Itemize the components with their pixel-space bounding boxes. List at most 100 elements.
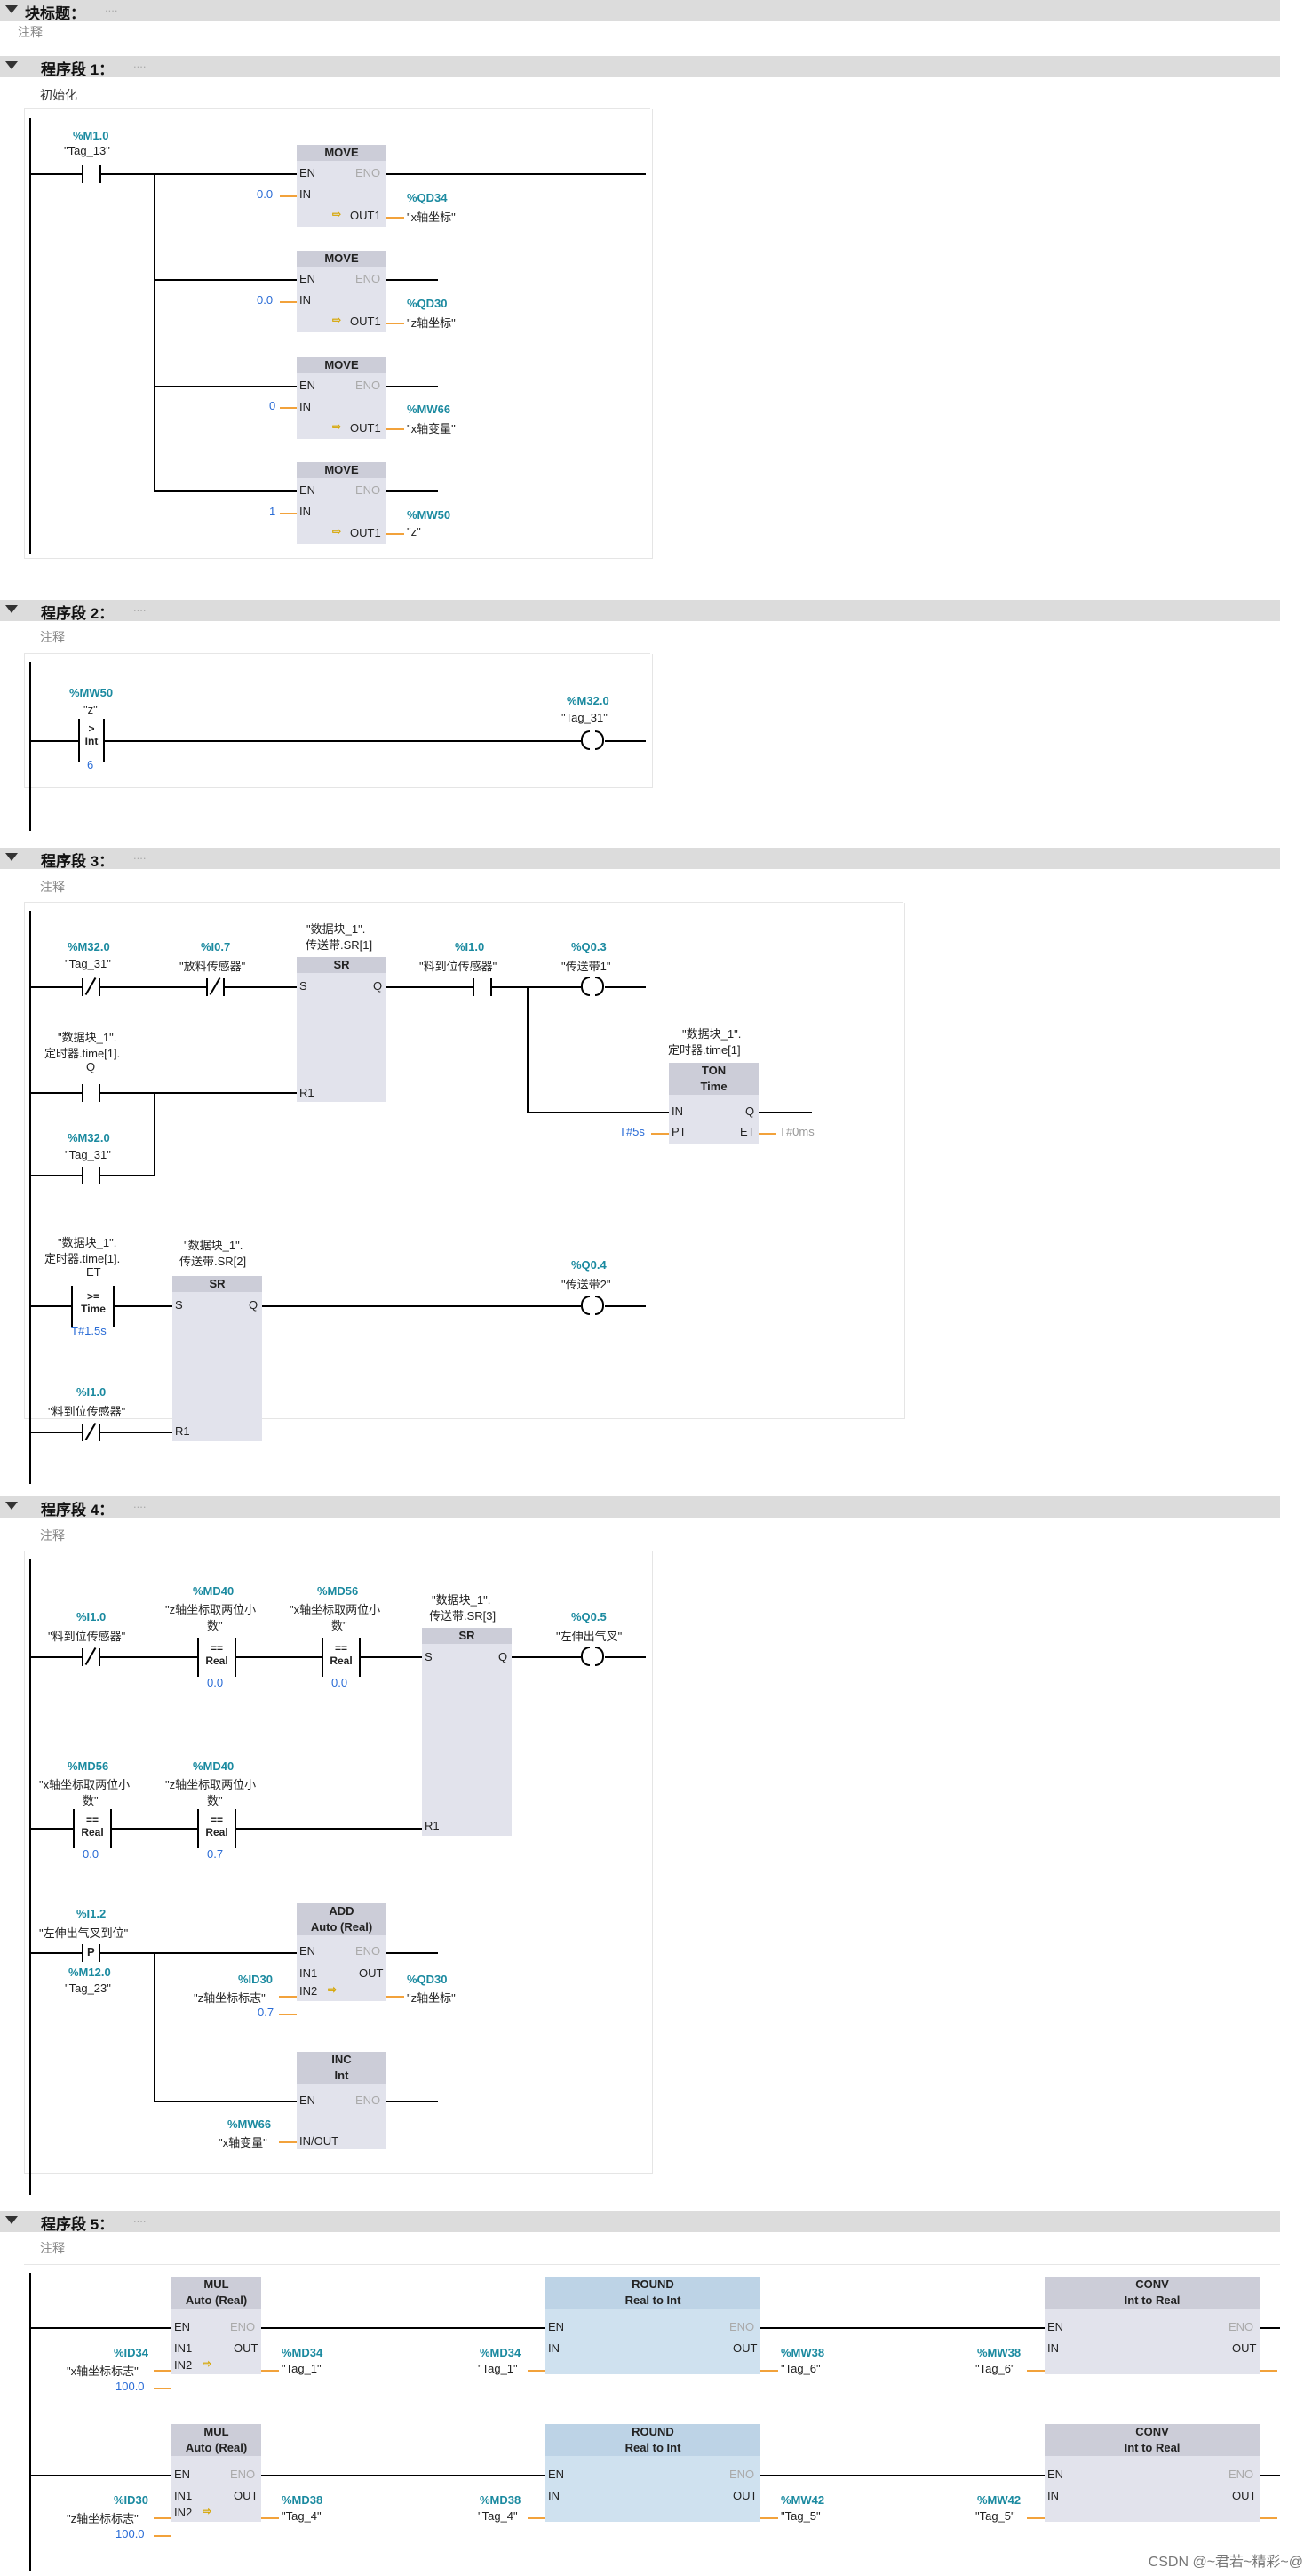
pin-eno: ENO [230, 2468, 256, 2481]
pin-eno: ENO [355, 483, 381, 497]
block-title-dots[interactable]: .... [105, 1, 118, 14]
add-in1-tag: "z轴坐标标志" [194, 1991, 266, 2005]
network-2-header[interactable]: 程序段 2： .... [0, 600, 1280, 622]
pin-out: OUT [733, 2489, 758, 2502]
conv-block-1[interactable]: CONV Int to Real EN ENO IN OUT [1045, 2277, 1260, 2374]
block-title: MOVE [297, 251, 386, 267]
add-block[interactable]: ADD Auto (Real) EN ENO IN1 OUT IN2 ⇨ [297, 1903, 386, 2001]
add-out-addr: %QD30 [407, 1973, 448, 1986]
compare-operator: >= [86, 1290, 99, 1303]
pin-en: EN [299, 272, 316, 285]
sr-block-1[interactable]: SR S Q R1 [297, 957, 386, 1102]
wire [154, 1092, 155, 1176]
pin-eno: ENO [729, 2468, 755, 2481]
network-3-comment[interactable]: 注释 [40, 880, 65, 894]
pin-wire [279, 1996, 297, 1998]
network-4-title: 程序段 4： [41, 1502, 115, 1519]
block-subtitle: Int [297, 2068, 386, 2084]
n4-cmp1-value: 0.0 [207, 1676, 224, 1689]
network-1-header[interactable]: 程序段 1： .... [0, 56, 1280, 78]
pin-q: Q [249, 1298, 258, 1312]
wire [111, 1828, 197, 1830]
pin-out: OUT [359, 1966, 384, 1980]
move4-out-addr: %MW50 [407, 508, 451, 522]
block-title: INC [297, 2052, 386, 2068]
collapse-icon[interactable] [5, 853, 18, 861]
n3-cmp-line1: "数据块_1". [58, 1236, 117, 1249]
block-title-header[interactable]: 块标题： .... [0, 0, 1280, 22]
pin-s: S [175, 1298, 183, 1312]
block-subtitle: Int to Real [1045, 2293, 1260, 2309]
wire [114, 1305, 172, 1307]
round-block-2[interactable]: ROUND Real to Int EN ENO IN OUT [545, 2424, 760, 2522]
pin-wire [261, 2370, 279, 2372]
collapse-icon[interactable] [5, 2216, 18, 2224]
block-comment[interactable]: 注释 [18, 25, 43, 39]
network-5-header[interactable]: 程序段 5： .... [0, 2211, 1280, 2233]
n4-sr-name2: 传送带.SR[3] [429, 1609, 497, 1623]
ton-block[interactable]: TON Time IN Q PT ET [669, 1063, 759, 1144]
wire [261, 2475, 545, 2476]
network-1-dots[interactable]: .... [133, 57, 147, 70]
move-block-3[interactable]: MOVE EN ENO IN OUT1 ⇨ [297, 357, 386, 439]
network-5-dots[interactable]: .... [133, 2212, 147, 2225]
n3-coil1-addr: %Q0.3 [571, 940, 607, 953]
move-block-2[interactable]: MOVE EN ENO IN OUT1 ⇨ [297, 251, 386, 332]
wire [386, 490, 438, 492]
comment-divider [24, 108, 650, 109]
network-4-comment[interactable]: 注释 [40, 1528, 65, 1543]
pin-wire [279, 2014, 297, 2015]
collapse-icon[interactable] [5, 605, 18, 613]
collapse-icon[interactable] [5, 1502, 18, 1510]
pin-wire [759, 1133, 776, 1135]
coil-icon [581, 1296, 590, 1315]
ton-name2: 定时器.time[1] [668, 1043, 741, 1057]
round-block-1[interactable]: ROUND Real to Int EN ENO IN OUT [545, 2277, 760, 2374]
wire [759, 1112, 812, 1113]
wire [29, 1432, 82, 1433]
network-4-dots[interactable]: .... [133, 1497, 147, 1511]
pin-et: ET [740, 1125, 755, 1138]
move-block-4[interactable]: MOVE EN ENO IN OUT1 ⇨ [297, 462, 386, 544]
wire [154, 386, 297, 387]
pin-eno: ENO [355, 379, 381, 392]
collapse-icon[interactable] [5, 61, 18, 69]
pin-wire [1260, 2370, 1277, 2372]
network-2-comment[interactable]: 注释 [40, 630, 65, 644]
mul-block-2[interactable]: MUL Auto (Real) EN ENO IN1 OUT IN2 ⇨ [171, 2424, 261, 2522]
sr-block-3[interactable]: SR S Q R1 [422, 1628, 512, 1836]
sr-block-2[interactable]: SR S Q R1 [172, 1276, 262, 1441]
pin-wire [154, 2517, 171, 2519]
inc-block[interactable]: INC Int EN ENO IN/OUT [297, 2052, 386, 2149]
move1-out-tag: "x轴坐标" [407, 211, 456, 224]
wire [386, 173, 646, 175]
network-5-comment[interactable]: 注释 [40, 2241, 65, 2255]
wire [154, 173, 155, 491]
block-title: MOVE [297, 357, 386, 373]
n4-cmp1-tag2: 数" [207, 1619, 223, 1632]
network-2-dots[interactable]: .... [133, 601, 147, 614]
conv-block-2[interactable]: CONV Int to Real EN ENO IN OUT [1045, 2424, 1260, 2522]
move-block-1[interactable]: MOVE EN ENO IN OUT1 ⇨ [297, 145, 386, 227]
comment-divider [24, 902, 903, 903]
network-3-area [24, 903, 905, 1419]
pin-in1: IN1 [299, 1966, 318, 1980]
compare-box: > Int [81, 722, 102, 747]
block-title: MUL [171, 2277, 261, 2293]
mul-block-1[interactable]: MUL Auto (Real) EN ENO IN1 OUT IN2 ⇨ [171, 2277, 261, 2374]
network-4-header[interactable]: 程序段 4： .... [0, 1496, 1280, 1519]
network-3-header[interactable]: 程序段 3： .... [0, 848, 1280, 870]
contact-left [82, 1648, 83, 1666]
n2-cmp-value: 6 [87, 758, 94, 771]
mul1-in1-tag: "x轴坐标标志" [67, 2365, 139, 2378]
wire [527, 1112, 669, 1113]
wire [512, 1656, 581, 1658]
collapse-icon[interactable] [5, 5, 18, 13]
compare-type: Real [81, 1826, 104, 1838]
compare-operator: > [88, 722, 95, 735]
n4-cmp1-tag1: "z轴坐标取两位小 [165, 1603, 257, 1616]
pin-wire [1260, 2517, 1277, 2519]
n3-c1-addr: %M32.0 [68, 940, 110, 953]
network-3-dots[interactable]: .... [133, 849, 147, 862]
network-1-comment[interactable]: 初始化 [40, 88, 77, 102]
